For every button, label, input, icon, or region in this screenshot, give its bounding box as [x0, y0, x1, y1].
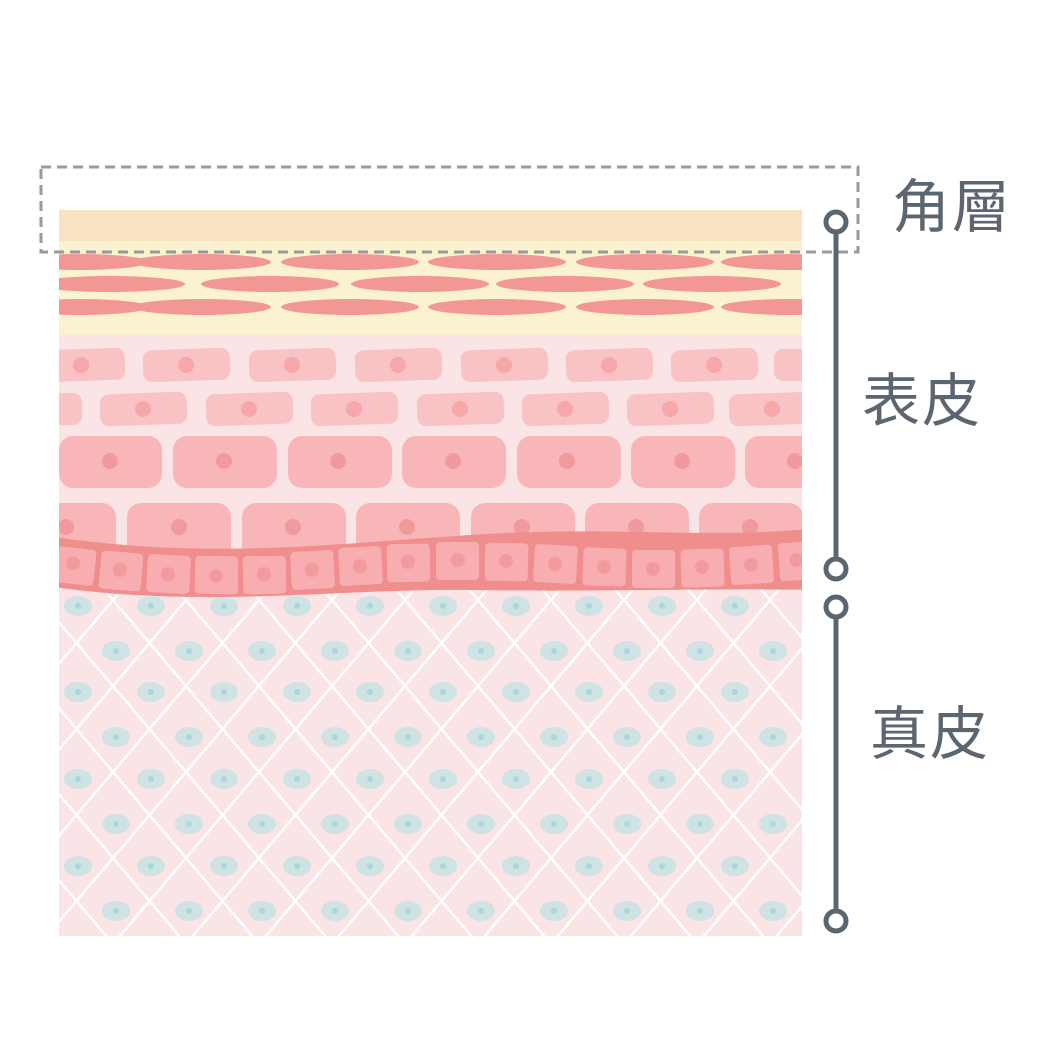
- basal-cell-nuclei: [66, 553, 802, 583]
- granular-cells: [59, 254, 802, 315]
- scale-marker-dermis-top-icon: [823, 594, 849, 620]
- scale-marker-epidermis-bottom-icon: [823, 556, 849, 582]
- fibroblast-cells: [64, 596, 787, 921]
- stratum-corneum-layer: [59, 210, 802, 241]
- scale-marker-dermis-bottom-icon: [823, 908, 849, 934]
- label-dermis: 真皮: [870, 700, 991, 768]
- label-epidermis: 表皮: [862, 367, 983, 435]
- spinous-cells-row-1: [59, 347, 802, 383]
- dermis-fiber-grid: [59, 580, 802, 936]
- stratum-corneum-highlight-box: [39, 165, 860, 254]
- layer-scale-bar: [823, 209, 849, 934]
- skin-layers: [59, 210, 802, 936]
- label-stratum-corneum: 角層: [892, 173, 1013, 241]
- spinous-cells-row-3: [59, 436, 802, 488]
- scale-marker-top-icon: [823, 209, 849, 235]
- spinous-cells-row-2: [59, 391, 802, 427]
